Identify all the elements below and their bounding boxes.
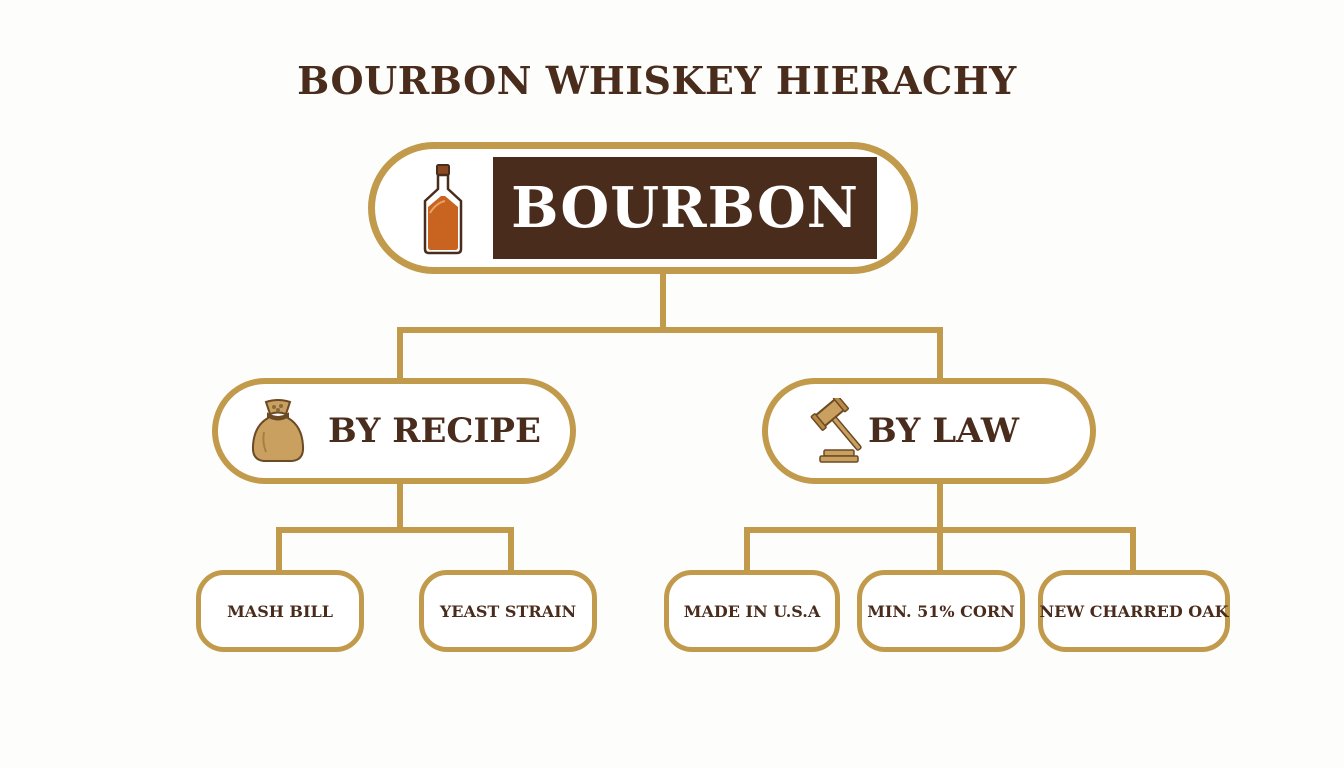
root-label-box: BOURBON	[493, 157, 877, 259]
leaf-made-in-usa: MADE IN U.S.A	[664, 570, 840, 652]
leaf-yeast-strain: YEAST STRAIN	[419, 570, 597, 652]
leaf-yeast-strain-label: YEAST STRAIN	[439, 601, 577, 621]
leaf-new-charred-oak: NEW CHARRED OAK	[1038, 570, 1230, 652]
leaf-mash-bill: MASH BILL	[196, 570, 364, 652]
leaf-min-51-corn-label: MIN. 51% CORN	[867, 601, 1015, 621]
diagram-title: BOURBON WHISKEY HIERACHY	[297, 58, 1017, 103]
whiskey-bottle-icon	[415, 163, 471, 255]
grain-sack-icon	[248, 398, 308, 464]
node-by-law-label: BY LAW	[868, 411, 1020, 451]
leaf-min-51-corn: MIN. 51% CORN	[857, 570, 1025, 652]
node-by-recipe-label: BY RECIPE	[328, 411, 541, 451]
node-by-law: BY LAW	[762, 378, 1096, 484]
leaf-made-in-usa-label: MADE IN U.S.A	[683, 601, 821, 621]
gavel-icon	[798, 398, 862, 464]
root-node-bourbon: BOURBON	[368, 142, 918, 274]
root-label: BOURBON	[511, 175, 859, 241]
leaf-new-charred-oak-label: NEW CHARRED OAK	[1039, 601, 1229, 621]
node-by-recipe: BY RECIPE	[212, 378, 576, 484]
leaf-mash-bill-label: MASH BILL	[227, 601, 333, 621]
